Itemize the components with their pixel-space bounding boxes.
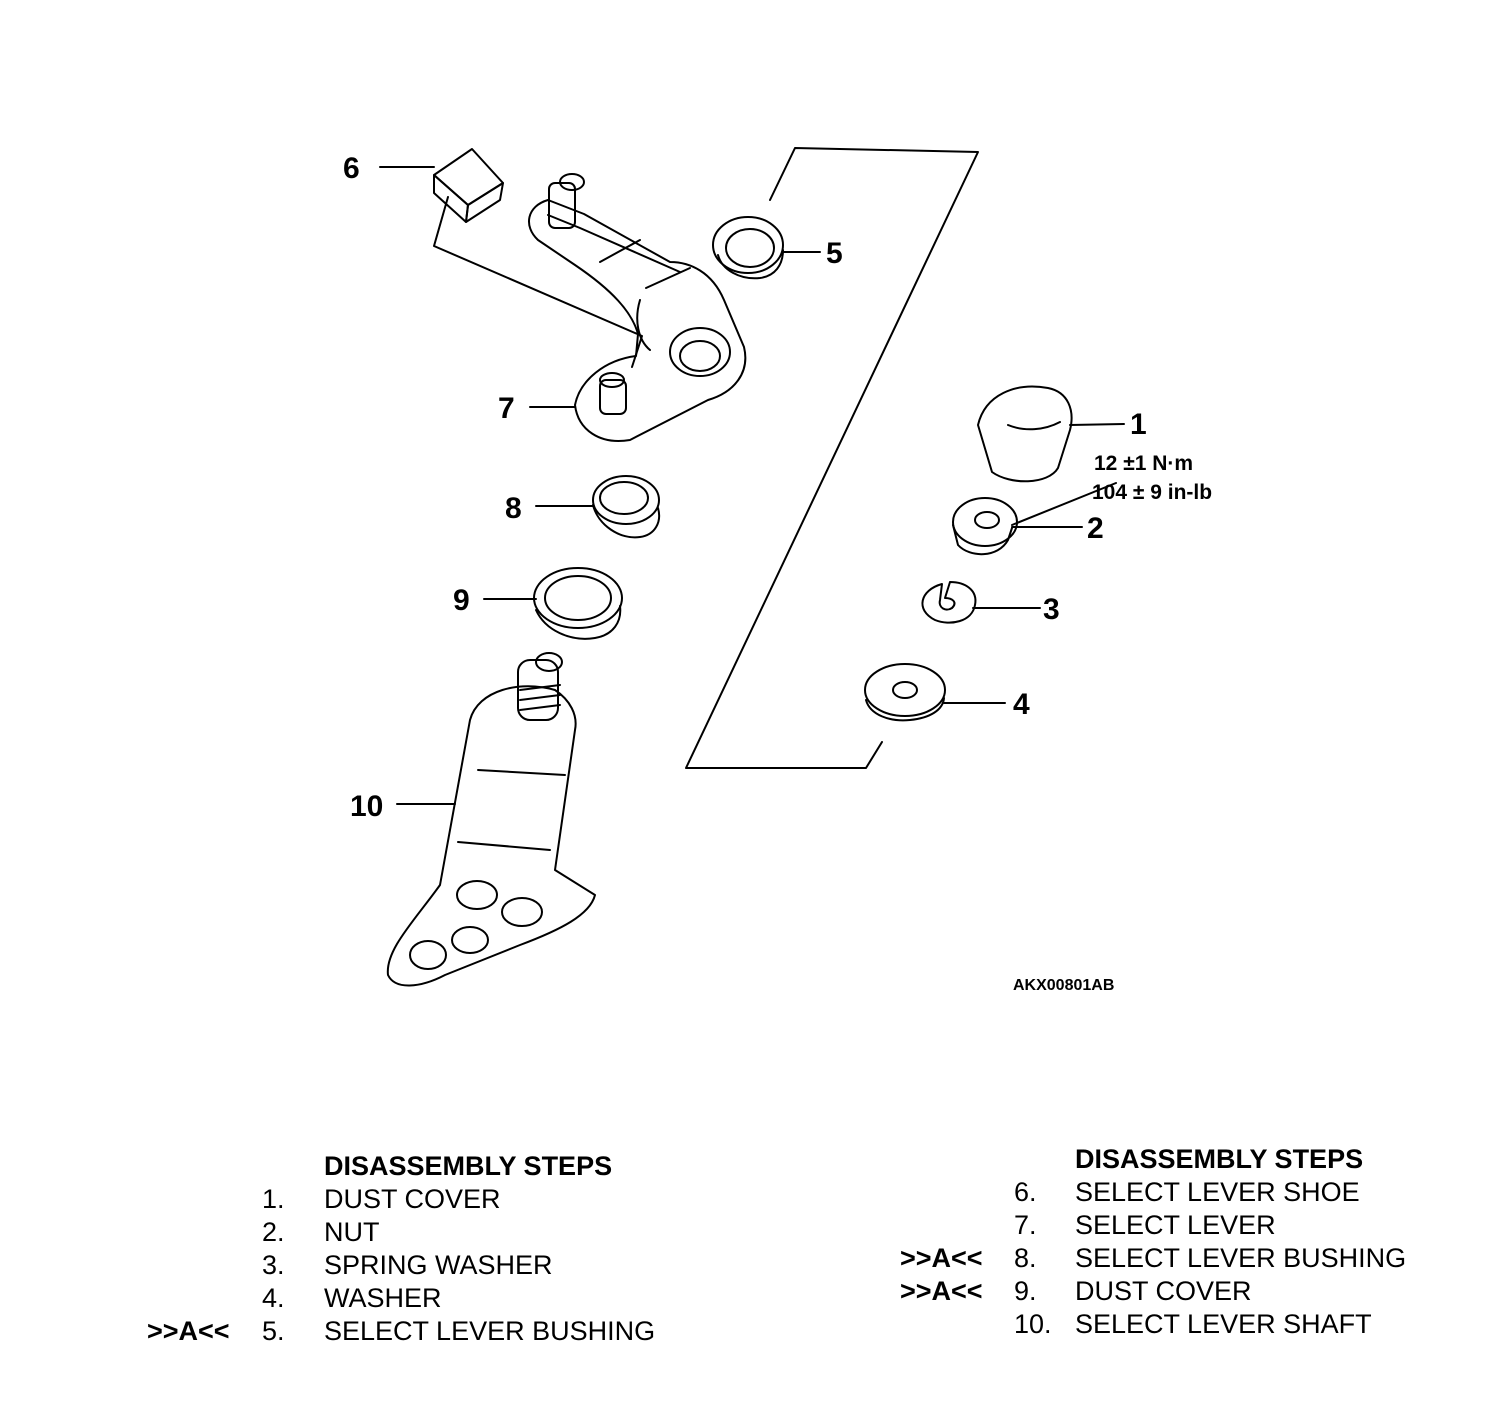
step-number: 3.	[262, 1250, 285, 1280]
callout-5: 5	[826, 237, 843, 270]
step-mark: >>A<<	[147, 1316, 230, 1346]
step-mark: >>A<<	[900, 1243, 983, 1273]
step-mark: >>A<<	[900, 1276, 983, 1306]
callout-4: 4	[1013, 688, 1030, 721]
step-name: SELECT LEVER SHOE	[1075, 1177, 1360, 1207]
step-name: SELECT LEVER	[1075, 1210, 1276, 1240]
assembly-outline	[685, 147, 979, 769]
callout-9: 9	[453, 584, 470, 617]
step-name: SELECT LEVER BUSHING	[1075, 1243, 1407, 1273]
disassembly-steps-left: DISASSEMBLY STEPS 1. DUST COVER 2. NUT 3…	[0, 1150, 760, 1370]
callout-10: 10	[350, 790, 383, 823]
exploded-parts-diagram: 1 2 3 4 5 6 7 8 9 10 12 ±1 N·m 104 ± 9 i…	[343, 147, 1212, 994]
step-number: 7.	[1014, 1210, 1037, 1240]
callout-6: 6	[343, 152, 360, 185]
step-number: 2.	[262, 1217, 285, 1247]
step-number: 8.	[1014, 1243, 1037, 1273]
figure-code: AKX00801AB	[1013, 977, 1114, 994]
part-select-lever	[528, 173, 747, 442]
leader-torque	[1011, 482, 1117, 526]
steps-title: DISASSEMBLY STEPS	[324, 1151, 613, 1181]
step-name: SPRING WASHER	[324, 1250, 553, 1280]
torque-spec-imperial: 104 ± 9 in-lb	[1092, 481, 1212, 504]
torque-spec-metric: 12 ±1 N·m	[1094, 452, 1193, 475]
part-dust-cover-1	[977, 385, 1073, 483]
part-select-lever-bushing-5	[712, 216, 784, 280]
step-number: 1.	[262, 1184, 285, 1214]
callout-1: 1	[1130, 408, 1147, 441]
step-number: 6.	[1014, 1177, 1037, 1207]
step-name: SELECT LEVER BUSHING	[324, 1316, 656, 1346]
step-number: 4.	[262, 1283, 285, 1313]
step-name: DUST COVER	[324, 1184, 501, 1214]
part-dust-cover-9	[533, 567, 623, 640]
callout-7: 7	[498, 392, 515, 425]
part-nut	[952, 497, 1018, 556]
part-select-lever-shaft	[386, 652, 596, 987]
step-name: SELECT LEVER SHAFT	[1075, 1309, 1372, 1339]
step-name: NUT	[324, 1217, 380, 1247]
steps-title: DISASSEMBLY STEPS	[1075, 1144, 1364, 1174]
step-number: 5.	[262, 1316, 285, 1346]
callout-2: 2	[1087, 512, 1104, 545]
disassembly-steps-right: DISASSEMBLY STEPS 6. SELECT LEVER SHOE 7…	[760, 1143, 1504, 1363]
callout-3: 3	[1043, 593, 1060, 626]
step-name: DUST COVER	[1075, 1276, 1252, 1306]
part-select-lever-shoe	[433, 148, 504, 223]
leader-1	[1069, 423, 1125, 426]
part-select-lever-bushing-8	[592, 475, 660, 539]
part-spring-washer	[921, 581, 977, 624]
step-number: 10.	[1014, 1309, 1052, 1339]
step-name: WASHER	[324, 1283, 442, 1313]
step-number: 9.	[1014, 1276, 1037, 1306]
part-washer	[864, 663, 946, 722]
callout-8: 8	[505, 492, 522, 525]
